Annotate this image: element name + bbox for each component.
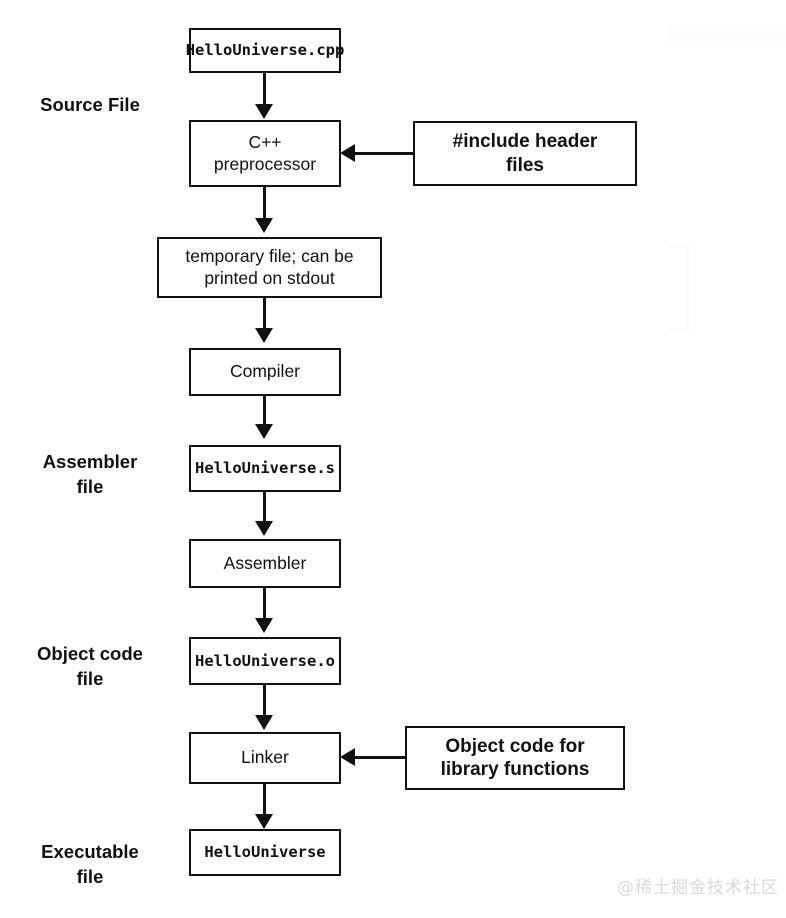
- connector-preprocessor-to-temp: [263, 186, 266, 220]
- connector-assembly-to-assembler: [263, 491, 266, 523]
- arrowhead-object-to-linker: [255, 715, 273, 730]
- stage-label-source-file: Source File: [40, 94, 140, 115]
- node-label: #include header files: [452, 131, 598, 176]
- node-label: Assembler: [223, 552, 307, 573]
- arrowhead-temp-to-compiler: [255, 328, 273, 343]
- arrowhead-assembler-to-object: [255, 618, 273, 633]
- watermark-text: @稀土掘金技术社区: [617, 878, 779, 898]
- ghost-watermark-bracket: [668, 245, 689, 331]
- connector-temp-to-compiler: [263, 297, 266, 330]
- node-hello-universe-s[interactable]: HelloUniverse.s: [189, 445, 341, 492]
- node-label: Linker: [241, 747, 289, 768]
- node-label: Compiler: [229, 361, 301, 382]
- node-label: temporary file; can be printed on stdout: [185, 246, 354, 288]
- node-label: HelloUniverse.s: [195, 459, 335, 478]
- node-include-header-files[interactable]: #include header files: [413, 121, 637, 186]
- connector-assembler-to-object: [263, 587, 266, 620]
- arrowhead-linker-to-executable: [255, 814, 273, 829]
- node-label: Object code for library functions: [440, 735, 590, 780]
- connector-include-to-preprocessor: [352, 152, 414, 155]
- node-cpp-preprocessor[interactable]: C++ preprocessor: [189, 120, 341, 187]
- node-compiler[interactable]: Compiler: [189, 348, 341, 396]
- node-hello-universe-exe[interactable]: HelloUniverse: [189, 829, 341, 876]
- arrowhead-cpp-to-preprocessor: [255, 104, 273, 119]
- node-assembler[interactable]: Assembler: [189, 539, 341, 588]
- connector-cpp-to-preprocessor: [263, 72, 266, 107]
- stage-label-object-code-file: Object code file: [37, 643, 143, 689]
- connector-compiler-to-assembly: [263, 395, 266, 426]
- connector-linker-to-executable: [263, 783, 266, 816]
- node-label: C++ preprocessor: [213, 132, 317, 174]
- connector-object-to-linker: [263, 684, 266, 717]
- node-label: HelloUniverse.cpp: [185, 41, 345, 60]
- node-label: HelloUniverse: [204, 843, 326, 862]
- stage-label-executable-file: Executable file: [41, 841, 139, 887]
- node-hello-universe-cpp[interactable]: HelloUniverse.cpp: [186, 28, 344, 73]
- arrowhead-compiler-to-assembly: [255, 424, 273, 439]
- node-temporary-file[interactable]: temporary file; can be printed on stdout: [157, 237, 382, 298]
- arrowhead-assembly-to-assembler: [255, 521, 273, 536]
- arrowhead-library-to-linker: [340, 748, 355, 766]
- arrowhead-include-to-preprocessor: [340, 144, 355, 162]
- node-label: HelloUniverse.o: [195, 651, 335, 670]
- arrowhead-preprocessor-to-temp: [255, 218, 273, 233]
- node-linker[interactable]: Linker: [189, 732, 341, 784]
- ghost-watermark-top: [668, 26, 786, 42]
- stage-label-assembler-file: Assembler file: [42, 451, 138, 497]
- node-object-code-library[interactable]: Object code for library functions: [405, 726, 625, 790]
- node-hello-universe-o[interactable]: HelloUniverse.o: [189, 637, 341, 685]
- connector-library-to-linker: [352, 756, 406, 759]
